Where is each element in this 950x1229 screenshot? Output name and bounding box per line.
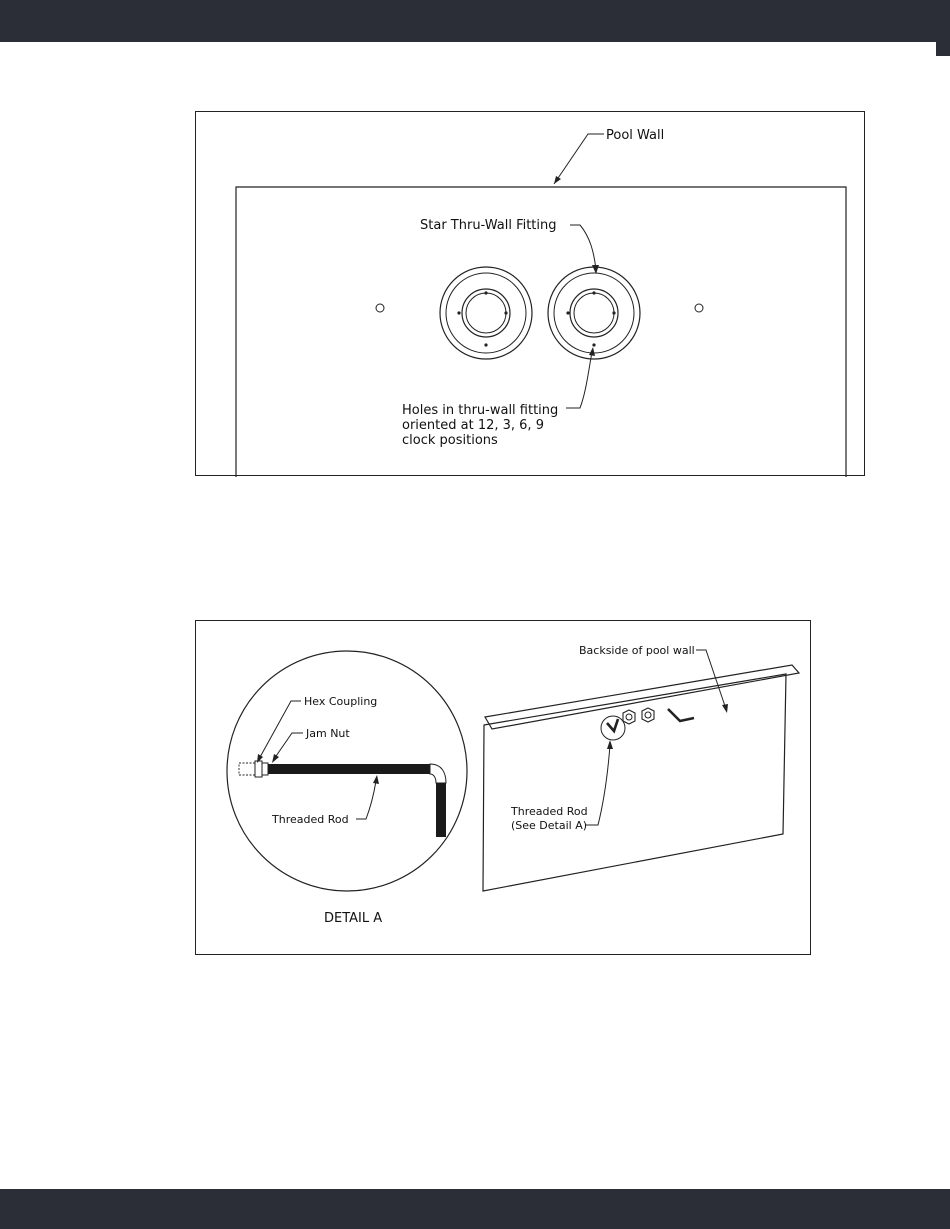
jam-nut-shape [255, 761, 262, 777]
backside-label: Backside of pool wall [579, 644, 695, 657]
threaded-rod-leader [356, 781, 376, 819]
header-bar [0, 0, 950, 42]
hex-coupling-label: Hex Coupling [304, 695, 377, 708]
holes-label-line-1: Holes in thru-wall fitting [402, 403, 558, 418]
threaded-rod-ref-label-line-1: Threaded Rod [510, 805, 588, 818]
side-hole-right [695, 304, 703, 312]
wall-threaded-rod-left [607, 719, 618, 731]
footer-bar [0, 1189, 950, 1229]
holes-arrowhead [589, 347, 595, 356]
wall-hex-nut-2 [642, 708, 654, 722]
jam-nut-label: Jam Nut [305, 727, 350, 740]
wall-hex-nut-1 [623, 710, 635, 724]
pool-wall-arrowhead [554, 176, 561, 184]
pool-wall-front-view-figure: Pool Wall Star Thru-Wall Fitti [195, 111, 865, 476]
threaded-rod-label: Threaded Rod [271, 813, 349, 826]
header-edge-notch [936, 42, 950, 56]
jam-nut-leader [274, 733, 303, 759]
holes-label-line-2: oriented at 12, 3, 6, 9 [402, 418, 544, 433]
side-hole-left [376, 304, 384, 312]
holes-label-line-3: clock positions [402, 433, 498, 448]
thru-wall-fitting-left [440, 267, 532, 359]
threaded-rod-bend [430, 764, 446, 783]
jam-nut-washer [262, 763, 268, 775]
pool-wall-backside-drawing: Hex Coupling Jam Nut Threaded Rod DETAIL… [196, 621, 812, 956]
threaded-rod-ref-leader [586, 745, 610, 825]
threaded-rod-shaft [268, 764, 430, 774]
holes-leader [566, 352, 592, 408]
pool-wall-backside-figure: Hex Coupling Jam Nut Threaded Rod DETAIL… [195, 620, 811, 955]
threaded-rod-leg [436, 783, 446, 837]
thru-wall-fitting-right [548, 267, 640, 359]
pool-wall-front-view-drawing: Pool Wall Star Thru-Wall Fitti [196, 112, 866, 477]
detail-a-label: DETAIL A [324, 911, 382, 926]
wall-threaded-rod-right [668, 709, 694, 721]
threaded-rod-ref-label-line-2: (See Detail A) [511, 819, 587, 832]
pool-wall-backside-panel [483, 674, 786, 891]
pool-wall-label: Pool Wall [606, 128, 664, 143]
star-fitting-label: Star Thru-Wall Fitting [420, 218, 557, 233]
star-fitting-leader [570, 225, 596, 270]
pool-wall-leader [554, 134, 604, 184]
hex-coupling-shape [239, 763, 255, 775]
